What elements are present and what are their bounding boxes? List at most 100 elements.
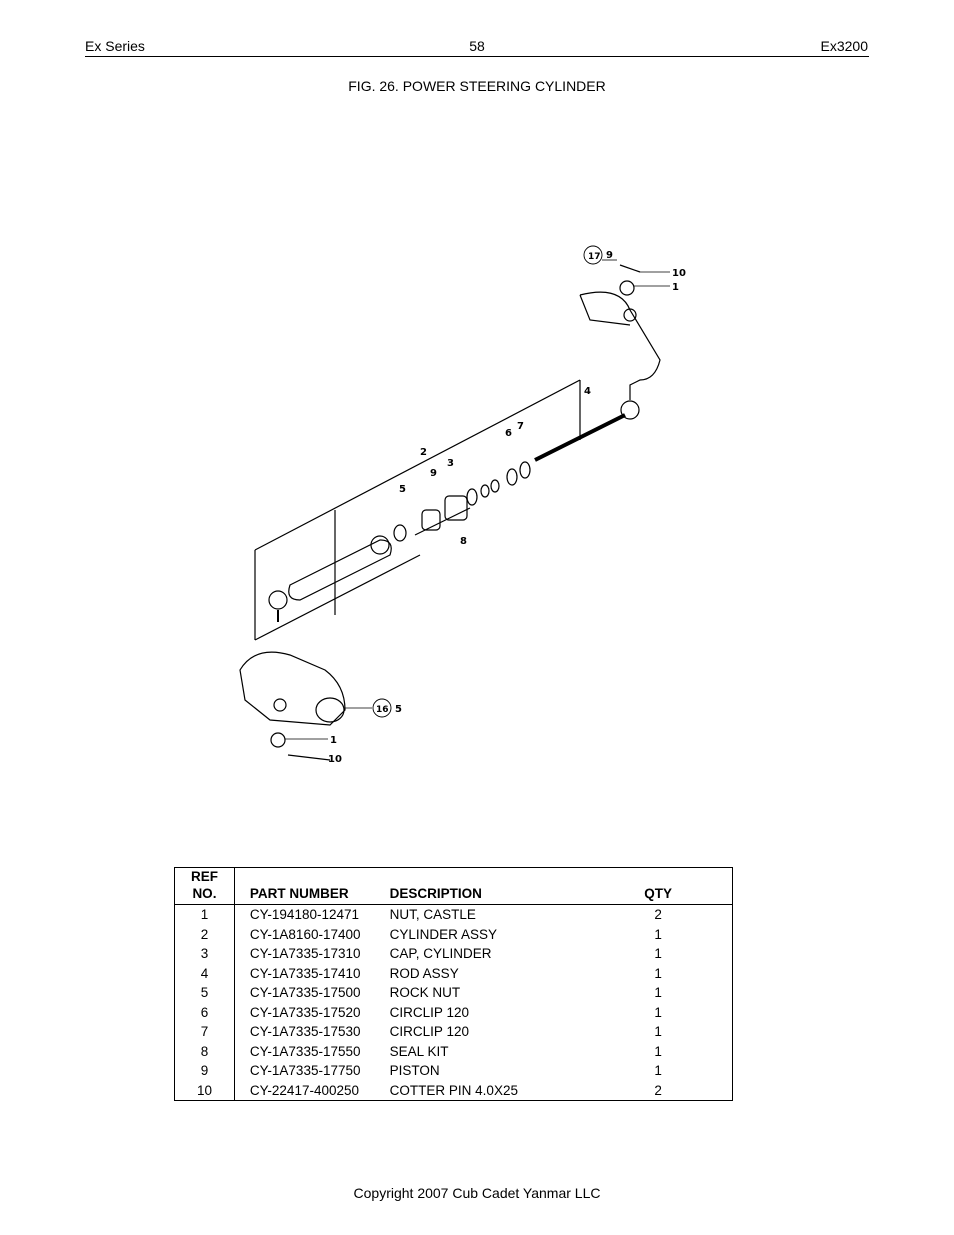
bracket-line-bottom bbox=[254, 554, 421, 641]
arm-pin-upper bbox=[623, 308, 637, 322]
part-number-cell: CY-1A7335-17410 bbox=[249, 965, 361, 981]
cotter-pin-upper bbox=[619, 264, 641, 273]
circlip-6 bbox=[506, 468, 518, 486]
callout-label: 9 bbox=[606, 250, 613, 261]
callout-label: 2 bbox=[420, 447, 427, 458]
callout-label: 7 bbox=[517, 421, 524, 432]
callout-label: 16 bbox=[376, 705, 389, 715]
header-part-number: PART NUMBER bbox=[234, 867, 390, 905]
seal-ring-a bbox=[490, 479, 500, 493]
qty-cell: 1 bbox=[654, 1043, 662, 1059]
callout-label: 5 bbox=[395, 704, 402, 715]
seal-ring-b bbox=[480, 484, 490, 498]
description-cell: CYLINDER ASSY bbox=[389, 926, 497, 942]
qty-cell: 1 bbox=[654, 1004, 662, 1020]
housing-pin-hole bbox=[273, 698, 287, 712]
callout-label: 1 bbox=[672, 282, 679, 293]
figure-title: FIG. 26. POWER STEERING CYLINDER bbox=[348, 78, 606, 94]
seal-ring-c bbox=[466, 488, 478, 506]
header-qty: QTY bbox=[644, 867, 733, 905]
callout-label: 5 bbox=[399, 484, 406, 495]
header-series: Ex Series bbox=[85, 38, 145, 54]
callout-label: 9 bbox=[430, 468, 437, 479]
description-cell: NUT, CASTLE bbox=[389, 907, 476, 922]
header-model: Ex3200 bbox=[820, 38, 868, 54]
ref-cell: 7 bbox=[174, 1022, 235, 1042]
callout-label: 10 bbox=[328, 754, 342, 765]
qty-cell: 2 bbox=[654, 1082, 662, 1098]
description-cell: COTTER PIN 4.0X25 bbox=[389, 1082, 518, 1098]
ref-cell: 3 bbox=[174, 944, 235, 964]
table-row: 2 CY-1A8160-17400 CYLINDER ASSY 1 bbox=[174, 924, 733, 944]
cylinder-cap bbox=[444, 495, 468, 521]
header-rule bbox=[85, 56, 869, 57]
ref-cell: 4 bbox=[174, 963, 235, 983]
qty-cell: 1 bbox=[654, 946, 662, 961]
description-cell: CIRCLIP 120 bbox=[389, 1024, 469, 1039]
qty-cell: 1 bbox=[654, 985, 662, 1000]
ref-cell: 8 bbox=[174, 1041, 235, 1061]
header-description: DESCRIPTION bbox=[389, 867, 645, 905]
cylinder-body bbox=[288, 539, 392, 601]
table-row: 3 CY-1A7335-17310 CAP, CYLINDER 1 bbox=[174, 944, 733, 964]
callout-label: 17 bbox=[588, 252, 601, 262]
ref-cell: 1 bbox=[174, 904, 235, 925]
rod-shaft bbox=[534, 413, 626, 462]
copyright-footer: Copyright 2007 Cub Cadet Yanmar LLC bbox=[353, 1185, 601, 1201]
diagram-svg: 17 9 10 1 4 6 7 2 9 3 5 8 16 5 1 10 bbox=[239, 245, 686, 765]
callout-label: 10 bbox=[672, 268, 686, 279]
callout-label: 8 bbox=[460, 536, 467, 547]
callout-label: 1 bbox=[330, 735, 337, 746]
table-row: 5 CY-1A7335-17500 ROCK NUT 1 bbox=[174, 983, 733, 1003]
table-header-row: REF NO. PART NUMBER DESCRIPTION QTY bbox=[174, 867, 733, 905]
part-number-cell: CY-1A7335-17520 bbox=[249, 1004, 361, 1020]
qty-cell: 2 bbox=[654, 907, 662, 922]
description-cell: ROCK NUT bbox=[389, 985, 461, 1000]
part-number-cell: CY-1A7335-17310 bbox=[249, 946, 361, 961]
qty-cell: 1 bbox=[654, 926, 662, 942]
rod-end bbox=[620, 400, 640, 420]
description-cell: CIRCLIP 120 bbox=[389, 1004, 469, 1020]
callout-circle-17 bbox=[583, 245, 603, 265]
exploded-parts-diagram: 17 9 10 1 4 6 7 2 9 3 5 8 16 5 1 10 bbox=[150, 110, 770, 840]
knuckle-arm-upper bbox=[579, 291, 661, 400]
qty-cell: 1 bbox=[654, 1063, 662, 1078]
bracket-line-top bbox=[254, 379, 581, 551]
table-row: 8 CY-1A7335-17550 SEAL KIT 1 bbox=[174, 1041, 733, 1061]
part-number-cell: CY-1A7335-17750 bbox=[249, 1063, 361, 1078]
circlip-7 bbox=[519, 461, 531, 479]
description-cell: SEAL KIT bbox=[389, 1043, 449, 1059]
castle-nut-upper bbox=[619, 280, 635, 296]
cylinder-ball-joint bbox=[268, 590, 288, 610]
ref-cell: 2 bbox=[174, 924, 235, 944]
part-number-cell: CY-194180-12471 bbox=[249, 907, 360, 922]
part-number-cell: CY-1A8160-17400 bbox=[249, 926, 361, 942]
axle-housing bbox=[239, 651, 346, 726]
ref-cell: 10 bbox=[174, 1080, 235, 1101]
callout-label: 3 bbox=[447, 458, 454, 469]
page-number: 58 bbox=[469, 38, 485, 54]
ref-cell: 5 bbox=[174, 983, 235, 1003]
table-row: 10 CY-22417-400250 COTTER PIN 4.0X25 2 bbox=[174, 1080, 733, 1101]
description-cell: PISTON bbox=[389, 1063, 440, 1078]
description-cell: CAP, CYLINDER bbox=[389, 946, 492, 961]
table-row: 1 CY-194180-12471 NUT, CASTLE 2 bbox=[174, 904, 733, 925]
callout-circle-16 bbox=[372, 698, 392, 718]
part-number-cell: CY-1A7335-17530 bbox=[249, 1024, 361, 1039]
callout-label: 4 bbox=[584, 386, 591, 397]
rock-nut bbox=[393, 524, 407, 542]
seal-kit-bracket bbox=[414, 507, 471, 536]
part-number-cell: CY-1A7335-17550 bbox=[249, 1043, 361, 1059]
piston bbox=[421, 509, 441, 531]
header-ref: REF NO. bbox=[174, 867, 235, 905]
part-number-cell: CY-22417-400250 bbox=[249, 1082, 360, 1098]
part-number-cell: CY-1A7335-17500 bbox=[249, 985, 361, 1000]
qty-cell: 1 bbox=[654, 1024, 662, 1039]
axle-housing-port bbox=[315, 697, 345, 723]
cotter-pin-lower bbox=[287, 754, 331, 761]
